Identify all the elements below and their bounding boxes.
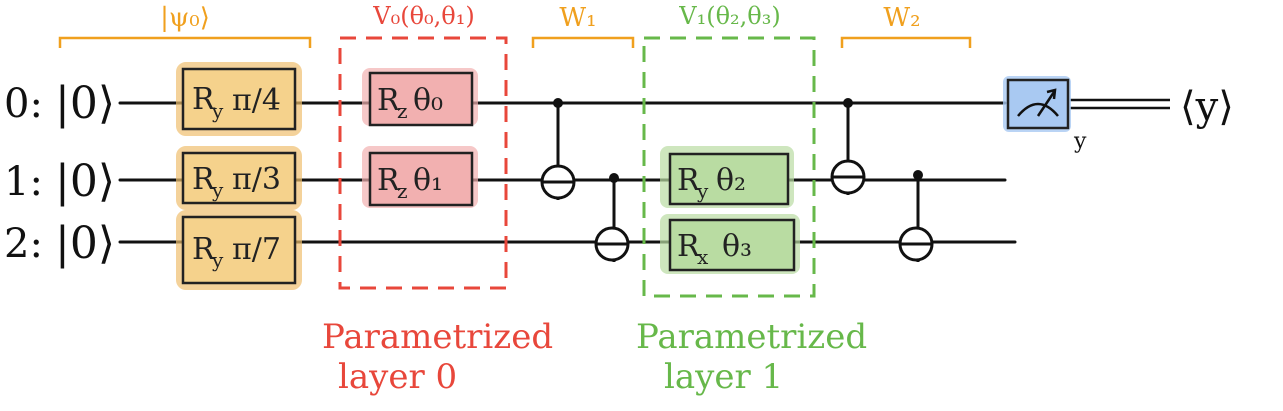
rz-gate-q0: R z θ₀ [362,68,478,127]
w1-bracket [531,36,635,48]
rx-theta3-sub: x [697,245,709,269]
measurement-gate [1003,76,1071,132]
ry-theta2-op: R [677,163,701,198]
cnot-w2-b-control [913,170,923,180]
rz-gate-q0-op: R [377,83,401,118]
layer0-caption-line2: layer 0 [338,357,457,397]
ry-gate-q2-op: R [192,232,216,267]
rx-theta3-arg: θ₃ [722,229,752,264]
meter-needle-icon [1036,91,1056,117]
cnot-w2-a-control [843,98,853,108]
cnot-w1-a-control [553,98,563,108]
ry-theta2-gate-q1: R y θ₂ [660,146,794,208]
layer1-box [642,36,816,298]
ry-gate-q2-sub: y [211,248,224,272]
initial-state-1: |0⟩ [55,156,115,207]
measurement-output-label: y [1073,129,1087,154]
initial-state-0: |0⟩ [55,78,115,129]
meter-icon [1017,102,1059,117]
ry-theta2-sub: y [696,179,709,203]
psi0-label: |ψ₀⟩ [160,3,210,33]
qubit-label-0: 0: [4,81,43,127]
rx-theta3-gate-q2: R x θ₃ [660,214,800,274]
v1-label: V₁(θ₂,θ₃) [678,2,780,30]
ry-gate-q1-op: R [192,162,216,197]
layer1-caption-line1: Parametrized [636,317,867,357]
rz-gate-q1-arg: θ₁ [413,163,443,198]
expectation-label: ⟨y⟩ [1180,84,1234,130]
layer0-caption-line1: Parametrized [322,317,553,357]
layer1-caption-line2: layer 1 [664,357,783,397]
rz-gate-q1-op: R [377,163,401,198]
w2-label: W₂ [883,3,920,33]
w2-bracket [840,36,972,48]
rz-gate-q0-sub: z [397,99,408,123]
cnot-w1-b-control [609,173,619,183]
ry-gate-q2: R y π/7 [176,210,302,290]
ry-gate-q2-arg: π/7 [232,232,281,267]
ry-gate-q0-op: R [192,82,216,117]
ry-gate-q0-sub: y [211,99,224,123]
ry-gate-q0: R y π/4 [176,62,302,136]
w1-label: W₁ [559,3,596,33]
rz-gate-q1-sub: z [397,179,408,203]
layer0-box [338,36,508,290]
ry-gate-q1-sub: y [211,178,224,202]
ry-theta2-arg: θ₂ [716,163,746,198]
ry-gate-q0-arg: π/4 [232,83,281,118]
rz-gate-q1: R z θ₁ [362,146,478,208]
v0-label: V₀(θ₀,θ₁) [372,2,474,30]
meter-arrowhead-icon [1046,88,1057,100]
initial-state-2: |0⟩ [55,218,115,269]
qubit-label-1: 1: [4,159,43,205]
ry-gate-q1: R y π/3 [176,146,302,210]
rx-theta3-op: R [677,229,701,264]
ry-gate-q1-arg: π/3 [232,162,281,197]
psi0-bracket [58,36,312,48]
rz-gate-q0-arg: θ₀ [413,83,443,118]
qubit-label-2: 2: [4,221,43,267]
